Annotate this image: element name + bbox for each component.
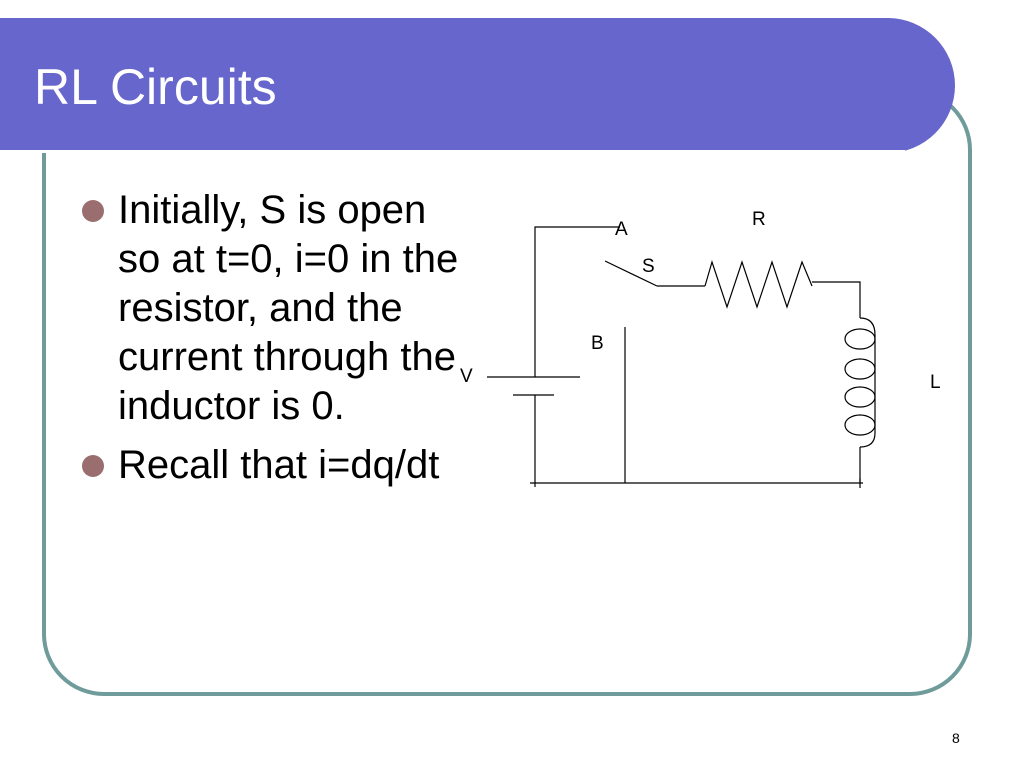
- label-v: V: [460, 366, 473, 387]
- label-s: S: [642, 256, 655, 277]
- slide-frame: [42, 88, 972, 696]
- page-number: 8: [952, 730, 960, 746]
- label-b: B: [591, 333, 604, 354]
- inductor-coil-2: [844, 358, 876, 380]
- wire-top-left: [534, 226, 620, 283]
- label-a: A: [615, 219, 628, 240]
- bullet-list: Initially, S is open so at t=0, i=0 in t…: [80, 186, 460, 500]
- label-l: L: [930, 372, 941, 393]
- resistor-zigzag: [704, 259, 813, 309]
- switch-blade: [604, 260, 658, 287]
- title-bar: RL Circuits: [0, 18, 955, 153]
- bullet-text-2: Recall that i=dq/dt: [118, 443, 440, 487]
- slide-title: RL Circuits: [34, 59, 277, 115]
- rl-circuit-diagram: A R S B V L: [460, 209, 941, 488]
- inductor-coil-4: [844, 414, 876, 436]
- bullet-dot-icon: [82, 200, 104, 222]
- inductor-coil-1: [844, 328, 876, 350]
- bullet-text-1: Initially, S is open so at t=0, i=0 in t…: [118, 188, 459, 428]
- bullet-item-2: Recall that i=dq/dt: [80, 441, 460, 490]
- inductor-bracket: [859, 317, 876, 448]
- inductor-coil-3: [844, 386, 876, 408]
- bullet-dot-icon: [82, 455, 104, 477]
- wire-resistor-inductor: [812, 281, 861, 318]
- label-r: R: [752, 209, 766, 230]
- title-underline: [0, 150, 905, 153]
- bullet-item-1: Initially, S is open so at t=0, i=0 in t…: [80, 186, 460, 431]
